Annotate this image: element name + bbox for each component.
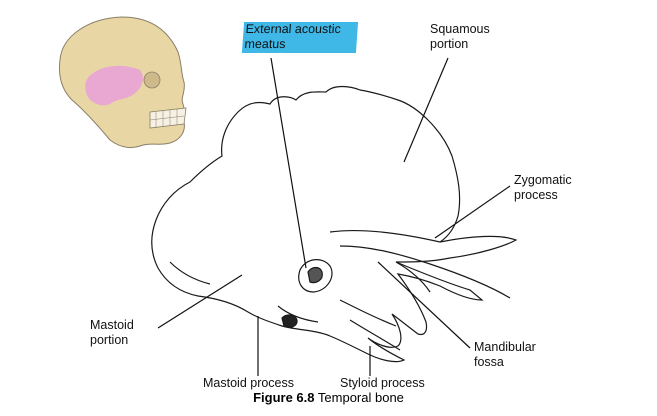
label-mastoid-process-text: Mastoid process [203, 376, 295, 390]
label-styloid-process: Styloid process [340, 376, 425, 391]
label-external-acoustic-meatus-text: External acoustic meatus [244, 22, 342, 51]
label-styloid-process-text: Styloid process [340, 376, 425, 390]
leader-external-acoustic-meatus [270, 57, 307, 269]
temporal-bone-drawing [151, 85, 518, 363]
leader-lines [157, 57, 511, 376]
figure-title: Temporal bone [317, 390, 404, 405]
leader-mandibular-fossa [377, 261, 471, 349]
label-mandibular-fossa: Mandibular fossa [474, 340, 548, 370]
label-mastoid-process: Mastoid process [203, 376, 294, 391]
label-zygomatic-process-text: Zygomatic process [514, 173, 572, 202]
temporal-bone-highlight [85, 65, 143, 106]
figure-caption: Figure 6.8 Temporal bone [0, 390, 657, 405]
skull-inset [59, 16, 187, 149]
label-zygomatic-process: Zygomatic process [514, 173, 586, 203]
figure-number: Figure 6.8 [253, 390, 315, 405]
label-mastoid-portion: Mastoid portion [90, 318, 150, 348]
label-mandibular-fossa-text: Mandibular fossa [474, 340, 536, 369]
label-squamous-portion-text: Squamous portion [430, 22, 490, 51]
label-external-acoustic-meatus: External acoustic meatus [241, 22, 359, 53]
label-squamous-portion: Squamous portion [430, 22, 494, 52]
leader-squamous-portion [403, 57, 449, 163]
leader-mastoid-portion [157, 274, 243, 329]
leader-zygomatic-process [434, 185, 511, 239]
label-mastoid-portion-text: Mastoid portion [90, 318, 134, 347]
